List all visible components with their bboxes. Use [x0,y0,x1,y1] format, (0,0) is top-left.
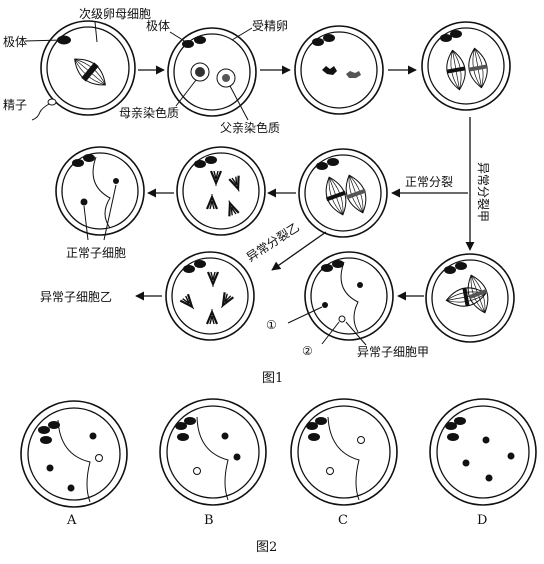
label-polar-body-2: 极体 [146,19,170,33]
label-abnormal-daughter-b: 异常子细胞乙 [40,290,112,304]
option-a-label: A [66,513,77,528]
option-a-cell [20,400,128,508]
label-normal-division: 正常分裂 [405,175,453,189]
cell-normal-daughters [55,146,145,236]
label-sperm: 精子 [3,98,27,112]
figure1-caption: 图1 [262,371,283,386]
option-c-label: C [338,513,348,528]
polar-body [57,35,71,45]
cell-normal-anaphase [176,146,266,236]
cell-abnormal-anaphase [165,251,255,341]
label-secondary-oocyte: 次级卵母细胞 [79,7,151,21]
label-polar-body-1: 极体 [3,35,27,49]
label-abnormal-division-b: 异常分裂乙 [244,220,302,264]
cell-normal-metaphase [298,148,388,238]
cell-abnormal-daughter-a [304,251,394,341]
marker-1: ① [266,318,277,332]
cell-abnormal-metaphase [425,253,515,343]
cell-oocyte [31,20,136,121]
label-normal-daughter-cells: 正常子细胞 [66,246,126,260]
label-fertilized-egg: 受精卵 [252,19,288,33]
label-abnormal-division-a: 异常分裂甲 [476,162,490,222]
metaphase-chromosomes [68,51,112,93]
option-d-cell [429,398,537,506]
option-b-cell [159,398,267,506]
label-maternal-chromatin: 母亲染色质 [119,105,179,120]
cell-fertilized-egg [167,27,257,117]
label-abnormal-daughter-a: 异常子细胞甲 [357,345,429,359]
figure2-caption: 图2 [256,540,277,555]
paternal-pronucleus [216,68,236,88]
sperm [31,98,57,121]
option-d-label: D [477,513,487,528]
option-b-label: B [204,513,214,528]
cell-metaphase [421,21,511,111]
label-paternal-chromatin: 父亲染色质 [220,120,280,135]
cell-chromatin-condensing [294,25,384,115]
marker-2: ② [302,344,313,358]
option-c-cell [290,398,398,506]
maternal-pronucleus [190,62,210,82]
